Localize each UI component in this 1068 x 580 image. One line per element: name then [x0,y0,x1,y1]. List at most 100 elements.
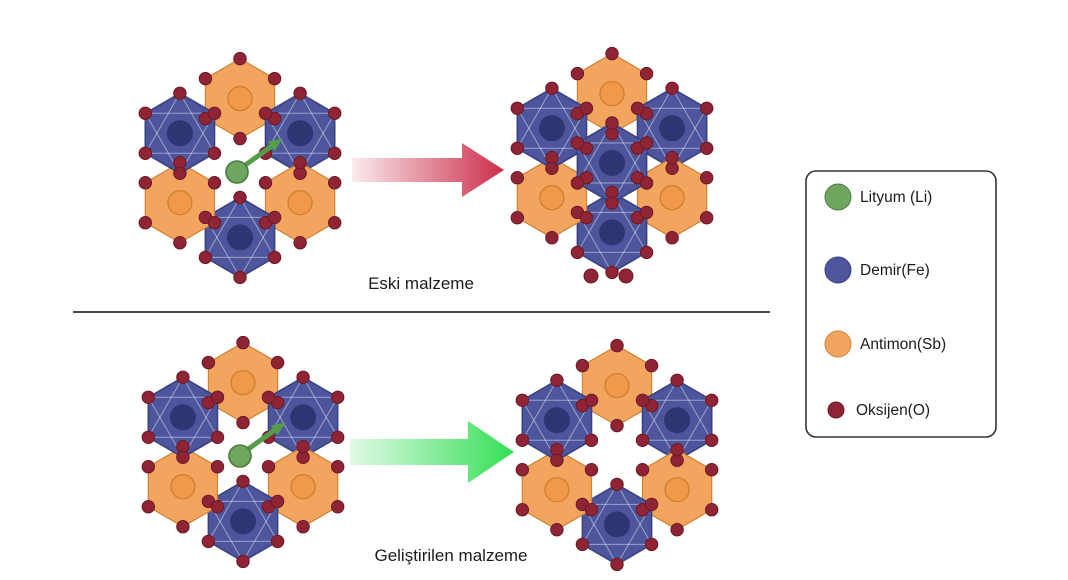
oxygen-atom [510,171,524,185]
fe-octahedron-edges [144,92,216,154]
oxygen-atom [705,433,719,447]
sb-atom [167,189,193,216]
fe-atom [227,224,253,251]
lithium-atom [228,444,252,468]
oxygen-atom [639,245,654,260]
iron-swatch [824,256,852,284]
oxygen-atom [176,520,190,534]
oxygen-atom [270,534,285,549]
fe-octahedron-edges [576,121,648,184]
fe-octahedron-edges [516,107,588,170]
oxygen-atom [138,176,153,190]
oxygen-atom [173,166,187,181]
oxygen-atom [236,335,250,350]
fe-octahedron-edges [516,87,588,149]
oxygen-atom [236,474,250,489]
oxygen-atom [610,477,624,492]
oxygen-atom [210,390,225,404]
oxygen-atom [610,418,624,433]
legend: Lityum (Li) Demir(Fe) Antimon(Sb) Oksije… [805,170,997,438]
fe-atom [230,508,256,535]
fe-octahedron-edges [581,503,653,566]
oxygen-atom [296,370,310,384]
oxygen-atom [267,250,282,265]
legend-item-lithium: Lityum (Li) [824,183,932,211]
oxygen-atom [510,101,524,116]
oxygen-atom [331,500,345,514]
oxygen-atom [665,151,679,165]
fe-octahedron-edges [636,87,708,149]
sb-atom [287,189,313,216]
released-oxygen-atom [618,268,634,284]
structure-new-material-after [515,338,719,572]
fe-atom [604,511,630,538]
oxygen-atom [328,146,342,161]
oxygen-atom [515,393,529,407]
oxygen-atom [705,503,719,517]
oxygen-atom [550,373,564,387]
oxygen-atom [550,523,564,537]
oxygen-atom [639,205,654,220]
fe-octahedron-edges [207,480,279,542]
oxygen-atom [605,265,619,280]
oxygen-atom [261,460,276,474]
oxygen-atom [207,176,222,190]
legend-label-oxygen: Oksijen(O) [856,402,930,419]
oxygen-atom [138,106,153,121]
oxygen-atom [610,557,624,572]
fe-octahedron-edges [521,379,593,441]
oxygen-atom [201,355,216,370]
oxygen-atom [639,176,654,190]
oxygen-atom [236,554,250,569]
oxygen-atom [610,338,624,353]
oxygen-atom [210,460,225,474]
fe-octahedron-edges [576,142,648,205]
fe-atom [169,404,196,431]
oxygen-atom [644,537,659,552]
oxygen-atom [570,176,585,190]
oxygen-atom [700,171,714,185]
oxygen-atom [198,71,213,86]
oxygen-atom [207,146,222,161]
legend-item-antimony: Antimon(Sb) [824,330,946,358]
oxygen-atom [630,101,645,116]
oxygen-atom [296,520,310,534]
oxygen-atom [515,503,529,517]
fe-octahedron-edges [207,500,279,563]
fe-atom [543,407,570,434]
oxygen-atom [584,393,599,407]
lithium-atom [225,160,249,184]
sb-atom [604,372,630,399]
oxygen-atom [141,500,156,514]
sb-atom [227,85,253,112]
fe-octahedron-edges [204,196,276,258]
fe-octahedron-edges [144,112,216,175]
oxygen-atom [605,46,619,61]
fe-atom [166,120,193,147]
oxygen-atom [644,497,659,512]
oxygen-atom [236,415,250,430]
structure-old-material-after [510,46,714,284]
oxygen-atom [233,131,247,146]
oxygen-atom [258,106,273,121]
oxygen-atom [510,141,524,156]
legend-box [805,170,997,438]
oxygen-atom [570,245,585,260]
legend-label-iron: Demir(Fe) [860,262,930,279]
oxygen-atom [665,81,679,96]
oxygen-atom [545,161,559,176]
fe-atom [290,404,317,431]
fe-octahedron-edges [641,399,713,462]
oxygen-atom [584,433,599,447]
oxygen-atom [201,534,216,549]
fe-atom [664,407,691,434]
oxygen-atom [331,430,345,444]
antimony-swatch [824,330,852,358]
oxygen-atom [233,51,247,66]
label-new-material: Geliştirilen malzeme [374,546,527,565]
oxygen-atom [138,146,153,161]
oxygen-atom [293,236,307,250]
oxygen-atom [207,106,222,121]
oxygen-atom [670,523,684,537]
